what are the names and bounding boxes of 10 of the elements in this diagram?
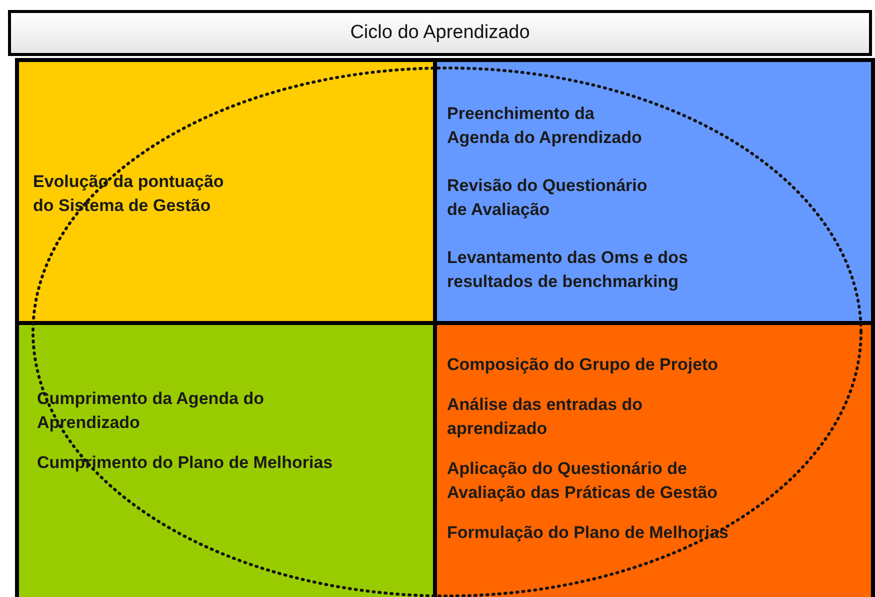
activity-text: Evolução da pontuação do Sistema de Gestão bbox=[33, 171, 225, 217]
activity-text: Composição do Grupo de Projeto bbox=[447, 354, 720, 376]
title-bar: Ciclo do Aprendizado bbox=[8, 10, 872, 56]
activity-text: Revisão do Questionário de Avaliação bbox=[447, 175, 648, 221]
activity-text: Levantamento das Oms e dos resultados de benchmarking bbox=[447, 247, 689, 293]
activity-text: Análise das entradas do aprendizado bbox=[447, 394, 644, 440]
activity-text: Aplicação do Questionário de Avaliação das Práticas de Gestão bbox=[447, 458, 719, 504]
activity-text: Preenchimento da Agenda do Aprendizado bbox=[447, 103, 643, 149]
activity-text: Cumprimento do Plano de Melhorias bbox=[37, 452, 334, 474]
activity-text: Cumprimento da Agenda do Aprendizado bbox=[37, 388, 265, 434]
